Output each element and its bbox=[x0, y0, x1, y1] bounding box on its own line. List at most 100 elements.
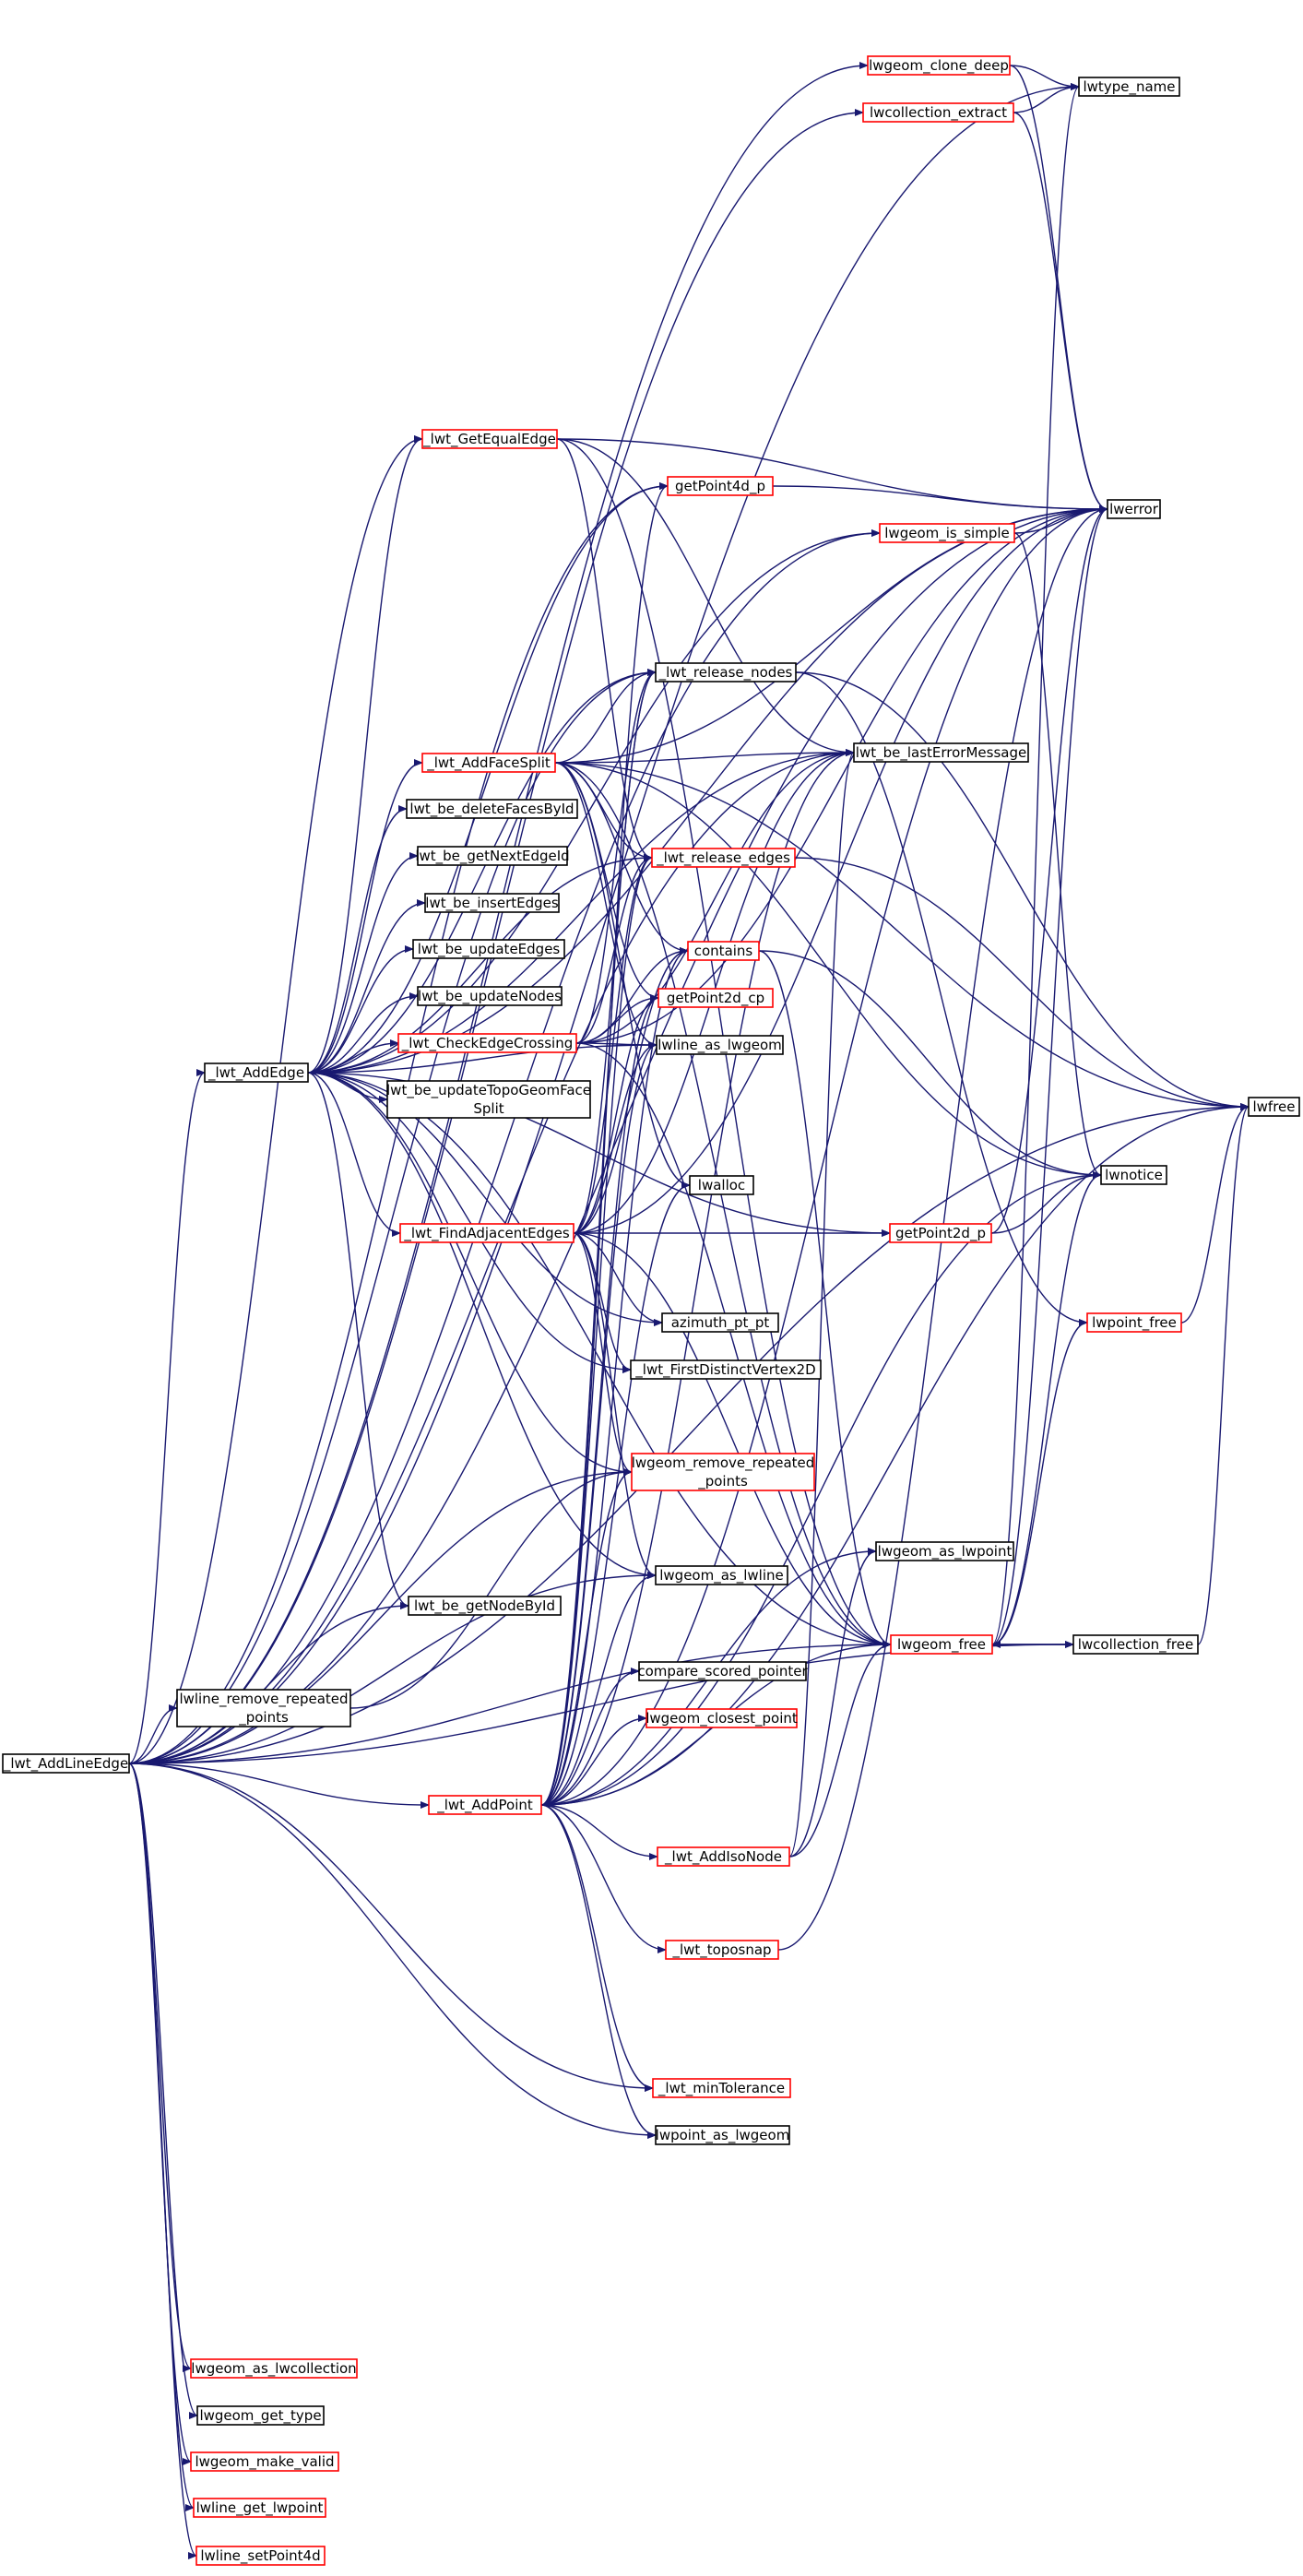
node-gp2dcp[interactable]: getPoint2d_cp bbox=[657, 988, 774, 1008]
node-lwgfree[interactable]: lwgeom_free bbox=[890, 1634, 993, 1655]
node-lwfree[interactable]: lwfree bbox=[1248, 1097, 1300, 1117]
edge-collfree-to-lwfree bbox=[1197, 1103, 1250, 1645]
node-contains[interactable]: contains bbox=[687, 941, 760, 961]
node-label-relnodes: _lwt_release_nodes bbox=[658, 664, 793, 682]
node-label-toposnap: _lwt_toposnap bbox=[671, 1941, 771, 1959]
node-box-collext bbox=[862, 102, 1014, 123]
node-get_lwpoint[interactable]: lwline_get_lwpoint bbox=[193, 2498, 326, 2518]
node-addface[interactable]: _lwt_AddFaceSplit bbox=[421, 753, 556, 773]
node-label-as_coll: lwgeom_as_lwcollection bbox=[191, 2360, 356, 2378]
node-ptfree[interactable]: lwpoint_free bbox=[1086, 1312, 1182, 1333]
node-box-azimuth bbox=[661, 1312, 779, 1333]
node-box-isonode bbox=[657, 1846, 790, 1867]
edge-addedge-to-as_lwline bbox=[307, 1072, 657, 1579]
node-label-get_type: lwgeom_get_type bbox=[199, 2407, 321, 2425]
node-isonode[interactable]: _lwt_AddIsoNode bbox=[657, 1846, 790, 1867]
node-addpoint[interactable]: _lwt_AddPoint bbox=[428, 1795, 542, 1815]
node-label-make_valid: lwgeom_make_valid bbox=[195, 2453, 334, 2471]
node-box-lwline_remove bbox=[176, 1689, 351, 1727]
node-updedges[interactable]: lwt_be_updateEdges bbox=[412, 939, 565, 959]
node-label-mintol: _lwt_minTolerance bbox=[657, 2080, 785, 2097]
node-as_coll[interactable]: lwgeom_as_lwcollection bbox=[190, 2358, 358, 2379]
edge-findadj-to-reledges bbox=[573, 854, 653, 1234]
node-getp4d[interactable]: getPoint4d_p bbox=[667, 476, 774, 496]
node-reledges[interactable]: _lwt_release_edges bbox=[651, 848, 796, 868]
node-label-lwline_remove-line2: _points bbox=[238, 1709, 289, 1727]
node-geteq[interactable]: _lwt_GetEqualEdge bbox=[421, 429, 558, 449]
edge-addface-to-lwnotice bbox=[554, 762, 1102, 1179]
edge-addedge-to-nextedge bbox=[307, 852, 419, 1074]
node-removerep[interactable]: lwgeom_remove_repeated_points bbox=[631, 1453, 815, 1491]
node-mintol[interactable]: _lwt_minTolerance bbox=[652, 2078, 791, 2098]
edge-relnodes-to-ptfree bbox=[795, 671, 1088, 1326]
node-relnodes[interactable]: _lwt_release_nodes bbox=[655, 662, 797, 683]
node-lasterr[interactable]: lwt_be_lastErrorMessage bbox=[853, 742, 1029, 763]
node-typename[interactable]: lwtype_name bbox=[1078, 77, 1180, 97]
node-box-contains bbox=[687, 941, 760, 961]
node-lwline_remove[interactable]: lwline_remove_repeated_points bbox=[176, 1689, 351, 1727]
node-clone[interactable]: lwgeom_clone_deep bbox=[867, 55, 1011, 76]
node-box-geteq bbox=[421, 429, 558, 449]
edge-issimple-to-lwerror bbox=[1013, 505, 1108, 534]
edge-contains-to-lwgfree bbox=[758, 950, 892, 1648]
edge-addpoint-to-lwfree bbox=[540, 1103, 1250, 1806]
node-issimple[interactable]: lwgeom_is_simple bbox=[879, 523, 1015, 543]
node-findadj[interactable]: _lwt_FindAdjacentEdges bbox=[399, 1223, 575, 1243]
node-nextedge[interactable]: lwt_be_getNextEdgeId bbox=[415, 846, 570, 866]
edge-root-to-collext bbox=[128, 109, 864, 1764]
node-line_as[interactable]: lwline_as_lwgeom bbox=[656, 1035, 784, 1055]
edge-root-to-addpoint bbox=[128, 1763, 430, 1809]
node-make_valid[interactable]: lwgeom_make_valid bbox=[190, 2451, 339, 2472]
node-lwerror[interactable]: lwerror bbox=[1107, 499, 1161, 519]
node-updnodes[interactable]: lwt_be_updateNodes bbox=[417, 986, 563, 1006]
node-checkcross[interactable]: _lwt_CheckEdgeCrossing bbox=[397, 1033, 577, 1053]
node-lwalloc[interactable]: lwalloc bbox=[689, 1175, 754, 1195]
node-azimuth[interactable]: azimuth_pt_pt bbox=[661, 1312, 779, 1333]
node-collext[interactable]: lwcollection_extract bbox=[862, 102, 1014, 123]
node-delfaces[interactable]: lwt_be_deleteFacesById bbox=[406, 799, 578, 819]
node-insedges[interactable]: lwt_be_insertEdges bbox=[424, 893, 560, 913]
edge-root-to-getnode bbox=[128, 1602, 409, 1764]
node-firstdist[interactable]: _lwt_FirstDistinctVertex2D bbox=[630, 1359, 822, 1380]
edge-addface-to-relnodes bbox=[554, 669, 657, 764]
node-as_lwpoint[interactable]: lwgeom_as_lwpoint bbox=[875, 1541, 1014, 1561]
edge-addedge-to-removerep bbox=[307, 1072, 633, 1476]
node-box-as_lwline bbox=[655, 1565, 788, 1585]
node-toposnap[interactable]: _lwt_toposnap bbox=[665, 1940, 779, 1960]
edge-addface-to-lwalloc bbox=[554, 762, 691, 1189]
node-box-compare bbox=[638, 1661, 807, 1681]
node-collfree[interactable]: lwcollection_free bbox=[1072, 1634, 1199, 1655]
node-box-get_lwpoint bbox=[193, 2498, 326, 2518]
node-pt_as[interactable]: lwpoint_as_lwgeom bbox=[655, 2125, 790, 2145]
node-setpoint4d[interactable]: lwline_setPoint4d bbox=[195, 2546, 326, 2566]
edge-findadj-to-azimuth bbox=[573, 1232, 663, 1326]
node-label-removerep-line2: _points bbox=[697, 1473, 748, 1490]
edge-addpoint-to-line_as bbox=[540, 1041, 657, 1806]
node-label-collfree: lwcollection_free bbox=[1078, 1636, 1193, 1654]
node-compare[interactable]: compare_scored_pointer bbox=[637, 1661, 808, 1681]
node-label-lwfree: lwfree bbox=[1252, 1098, 1295, 1115]
edge-addpoint-to-relnodes bbox=[540, 669, 657, 1806]
edge-addedge-to-lasterr bbox=[307, 749, 855, 1074]
edge-root-to-pt_as bbox=[128, 1763, 657, 2139]
edge-root-to-lwline_remove bbox=[128, 1704, 178, 1764]
node-lwnotice[interactable]: lwnotice bbox=[1100, 1165, 1167, 1185]
node-get_type[interactable]: lwgeom_get_type bbox=[196, 2405, 325, 2426]
node-closest[interactable]: lwgeom_closest_point bbox=[646, 1708, 798, 1728]
node-label-line_as: lwline_as_lwgeom bbox=[657, 1037, 782, 1054]
node-gp2dp[interactable]: getPoint2d_p bbox=[889, 1223, 992, 1243]
edge-checkcross-to-gp2dcp bbox=[575, 994, 659, 1044]
edge-addpoint-to-removerep bbox=[540, 1468, 633, 1806]
node-as_lwline[interactable]: lwgeom_as_lwline bbox=[655, 1565, 788, 1585]
node-label-compare: compare_scored_pointer bbox=[637, 1663, 808, 1680]
node-box-insedges bbox=[424, 893, 560, 913]
edge-findadj-to-lwgfree bbox=[573, 1232, 892, 1648]
edge-clone-to-lwerror bbox=[1009, 65, 1108, 513]
node-addedge[interactable]: _lwt_AddEdge bbox=[204, 1062, 309, 1083]
node-getnode[interactable]: lwt_be_getNodeById bbox=[408, 1596, 562, 1616]
edge-isonode-to-lwgfree bbox=[788, 1641, 892, 1858]
edge-addface-to-contains bbox=[554, 762, 689, 955]
edge-addpoint-to-lasterr bbox=[540, 749, 855, 1806]
node-label-gp2dcp: getPoint2d_cp bbox=[667, 990, 764, 1007]
